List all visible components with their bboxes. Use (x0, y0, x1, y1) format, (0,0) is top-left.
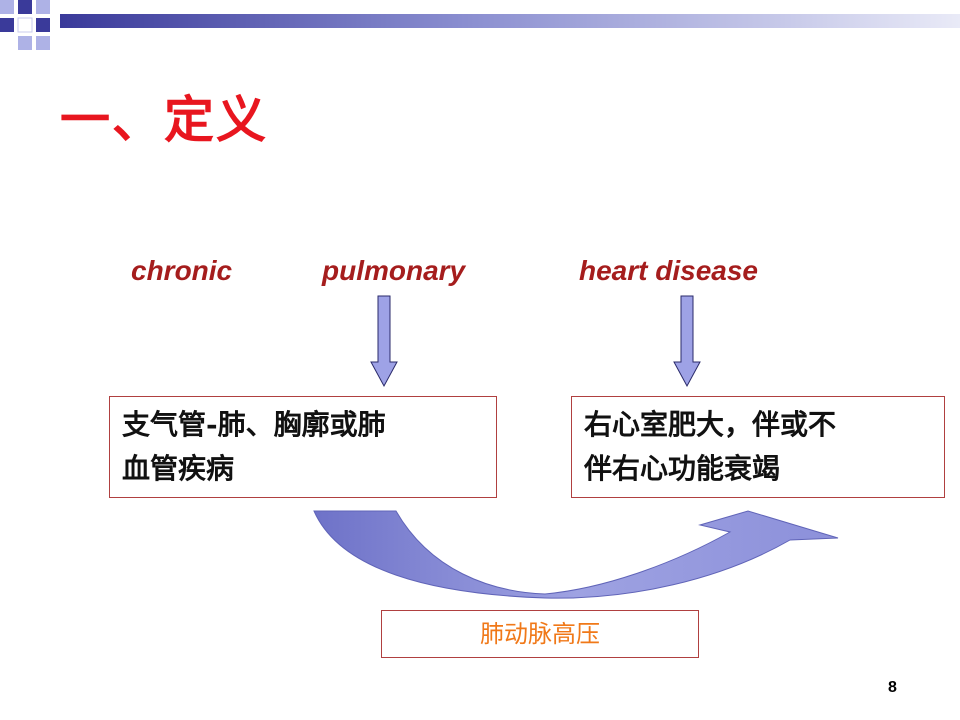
header-square (0, 0, 14, 14)
cause-line-2: 血管疾病 (122, 452, 235, 485)
header-square (0, 18, 14, 32)
header-square (17, 17, 33, 33)
result-box: 右心室肥大，伴或不 伴右心功能衰竭 (571, 396, 945, 498)
header-square (36, 0, 50, 14)
header-square (18, 0, 32, 14)
cause-line-1: 支气管-肺、胸廓或肺 (122, 408, 386, 441)
result-line-1: 右心室肥大，伴或不 (584, 408, 837, 441)
header-square (36, 18, 50, 32)
header-gradient-bar (60, 14, 960, 28)
down-arrow-heart-disease (673, 295, 701, 388)
term-pulmonary: pulmonary (322, 255, 466, 286)
header-decoration (0, 0, 960, 50)
down-arrow-pulmonary (370, 295, 398, 388)
term-chronic: chronic (131, 255, 233, 286)
result-line-2: 伴右心功能衰竭 (584, 452, 781, 485)
curved-flow-arrow (313, 510, 839, 599)
header-square (18, 36, 32, 50)
term-heart-disease: heart disease (579, 255, 758, 286)
page-number: 8 (888, 679, 897, 696)
header-square (36, 36, 50, 50)
slide-title: 一、定义 (60, 91, 268, 149)
pulmonary-hypertension-box: 肺动脉高压 (381, 610, 699, 658)
cause-box: 支气管-肺、胸廓或肺 血管疾病 (109, 396, 497, 498)
